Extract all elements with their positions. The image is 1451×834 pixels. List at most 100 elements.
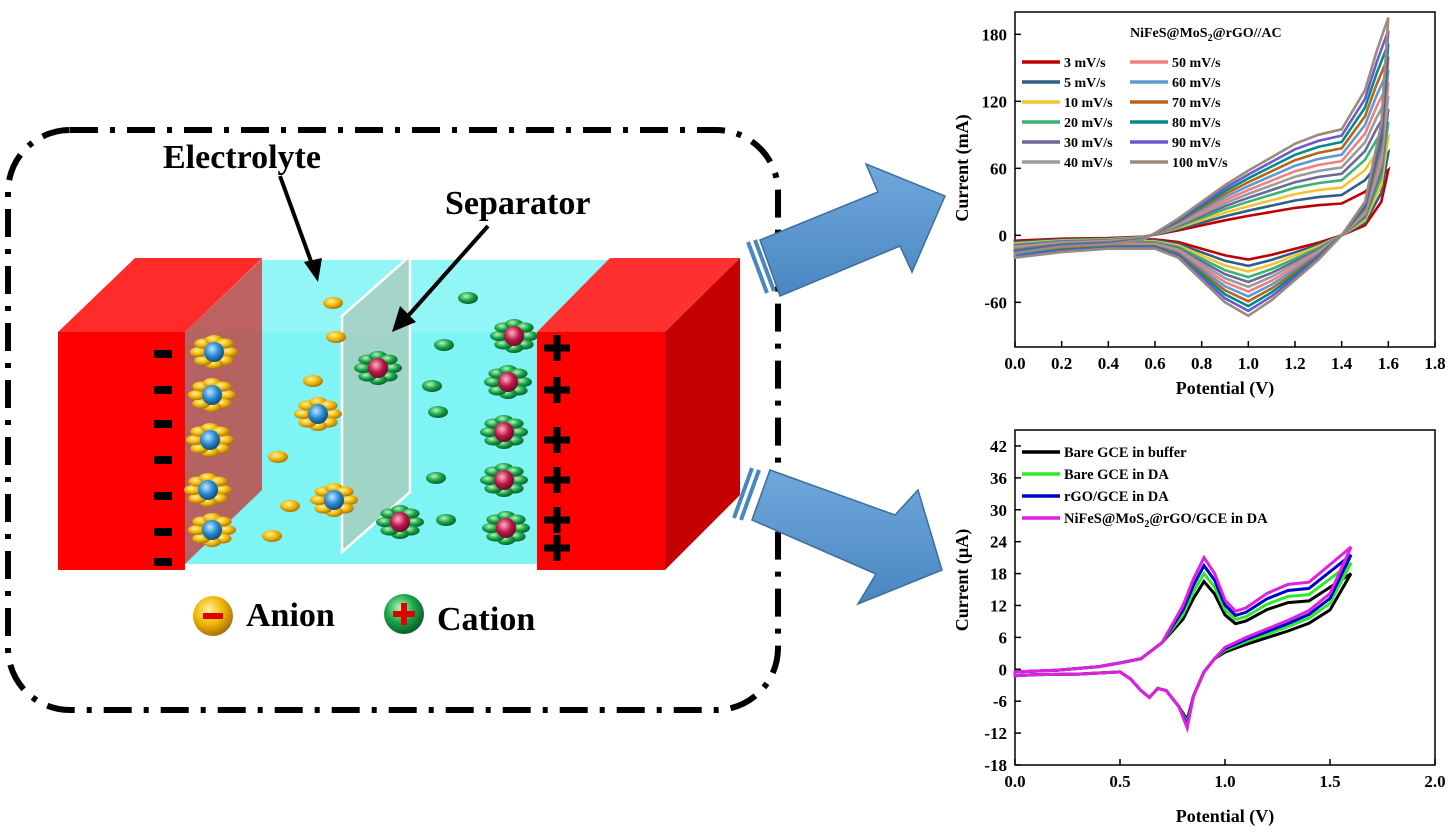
cation-ion	[422, 380, 442, 392]
separator-label: Separator	[445, 185, 590, 222]
anion-label: Anion	[246, 597, 335, 634]
y-tick-label: 180	[982, 25, 1008, 44]
separator-pointer-head	[392, 306, 416, 332]
chart1-ylabel: Current (mA)	[952, 114, 973, 221]
legend-bare-buffer: Bare GCE in buffer	[1064, 445, 1187, 461]
y-tick-label: 42	[990, 437, 1007, 456]
x-tick-label: 2.0	[1424, 772, 1445, 791]
x-tick-label: 0.8	[1191, 354, 1212, 373]
anion-ion	[326, 331, 346, 343]
chart1-title-pre: NiFeS@MoS	[1130, 26, 1208, 41]
x-tick-label: 1.6	[1378, 354, 1399, 373]
arrow-bottom-body	[751, 469, 943, 606]
x-tick-label: 0.0	[1004, 772, 1025, 791]
y-tick-label: 18	[990, 565, 1007, 584]
plus-sign	[544, 507, 570, 533]
legend-nifes-pre: NiFeS@MoS	[1064, 511, 1144, 527]
legend-label: 50 mV/s	[1172, 56, 1221, 71]
y-tick-label: 36	[990, 469, 1007, 488]
x-tick-label: 1.0	[1238, 354, 1259, 373]
legend-label: 5 mV/s	[1064, 76, 1106, 91]
x-tick-label: 0.6	[1144, 354, 1165, 373]
anion-cluster	[294, 397, 342, 431]
legend-label: 60 mV/s	[1172, 76, 1221, 91]
y-tick-label: 24	[990, 533, 1008, 552]
x-tick-label: 0.2	[1051, 354, 1072, 373]
anion-cluster	[188, 378, 236, 412]
arrow-to-top-chart	[746, 162, 946, 297]
plus-sign	[544, 427, 570, 453]
x-tick-label: 1.4	[1331, 354, 1353, 373]
cation-ion	[428, 406, 448, 418]
chart1-title-post: @rGO//AC	[1213, 26, 1282, 41]
x-tick-label: 0.5	[1109, 772, 1130, 791]
cation-cluster	[480, 463, 528, 497]
legend-label: 90 mV/s	[1172, 136, 1221, 151]
cation-ion	[458, 292, 478, 304]
legend-bare-da: Bare GCE in DA	[1064, 467, 1169, 483]
chart1-title: NiFeS@MoS2@rGO//AC	[1130, 26, 1282, 44]
anion-cluster	[186, 423, 234, 457]
x-tick-label: 1.2	[1284, 354, 1305, 373]
y-tick-label: 6	[999, 628, 1008, 647]
anion-legend-minus	[203, 613, 223, 619]
cv-curve	[1013, 17, 1390, 318]
anion-ion	[323, 297, 343, 309]
plus-sign	[544, 377, 570, 403]
anion-ion	[262, 530, 282, 542]
chart2-curves	[1013, 545, 1353, 734]
chart2-legend: Bare GCE in buffer Bare GCE in DA rGO/GC…	[1022, 445, 1268, 530]
legend-label: 100 mV/s	[1172, 156, 1228, 171]
arrow-to-bottom-chart	[732, 467, 943, 606]
legend-label: 30 mV/s	[1064, 136, 1113, 151]
cation-cluster	[376, 505, 424, 539]
legend-label: 70 mV/s	[1172, 96, 1221, 111]
minus-sign	[154, 492, 172, 500]
y-tick-label: 120	[982, 92, 1008, 111]
x-tick-label: 1.0	[1214, 772, 1235, 791]
anion-ion	[303, 375, 323, 387]
minus-sign	[154, 558, 172, 566]
x-tick-label: 1.5	[1319, 772, 1340, 791]
cation-ion	[434, 339, 454, 351]
cation-cluster	[484, 365, 532, 399]
right-electrode-top	[537, 258, 740, 332]
anion-cluster	[190, 335, 238, 369]
left-electrode-top	[58, 258, 262, 332]
chart1-title-sub: 2	[1208, 33, 1213, 44]
x-tick-label: 0.0	[1004, 354, 1025, 373]
plus-signs	[544, 335, 570, 561]
legend-nifes-post: @rGO/GCE in DA	[1149, 511, 1268, 527]
y-tick-label: 0	[999, 660, 1008, 679]
ions-layer	[184, 292, 538, 547]
cation-legend-plus-v	[401, 603, 407, 625]
anion-cluster	[310, 483, 358, 517]
anion-legend: Anion	[193, 596, 335, 636]
arrow-top-body	[759, 162, 946, 297]
electrolyte-label: Electrolyte	[163, 139, 321, 176]
y-tick-label: -18	[984, 756, 1007, 775]
supercapacitor-diagram: Electrolyte Separator Anion Cation	[5, 127, 781, 713]
minus-sign	[154, 386, 172, 394]
y-tick-label: -6	[993, 692, 1007, 711]
minus-sign	[154, 420, 172, 428]
legend-label: 3 mV/s	[1064, 56, 1106, 71]
cation-legend: Cation	[384, 594, 535, 638]
legend-label: 10 mV/s	[1064, 96, 1113, 111]
y-tick-label: 0	[999, 226, 1008, 245]
cation-ion	[436, 514, 456, 526]
legend-nifes-da: NiFeS@MoS2@rGO/GCE in DA	[1064, 511, 1268, 530]
legend-label: 20 mV/s	[1064, 116, 1113, 131]
chart1-curves	[1013, 17, 1391, 318]
right-electrode-side	[665, 258, 740, 570]
cation-cluster	[490, 319, 538, 353]
cation-cluster	[482, 511, 530, 545]
minus-signs	[154, 350, 172, 566]
legend-label: 80 mV/s	[1172, 116, 1221, 131]
dashed-frame	[5, 127, 781, 713]
